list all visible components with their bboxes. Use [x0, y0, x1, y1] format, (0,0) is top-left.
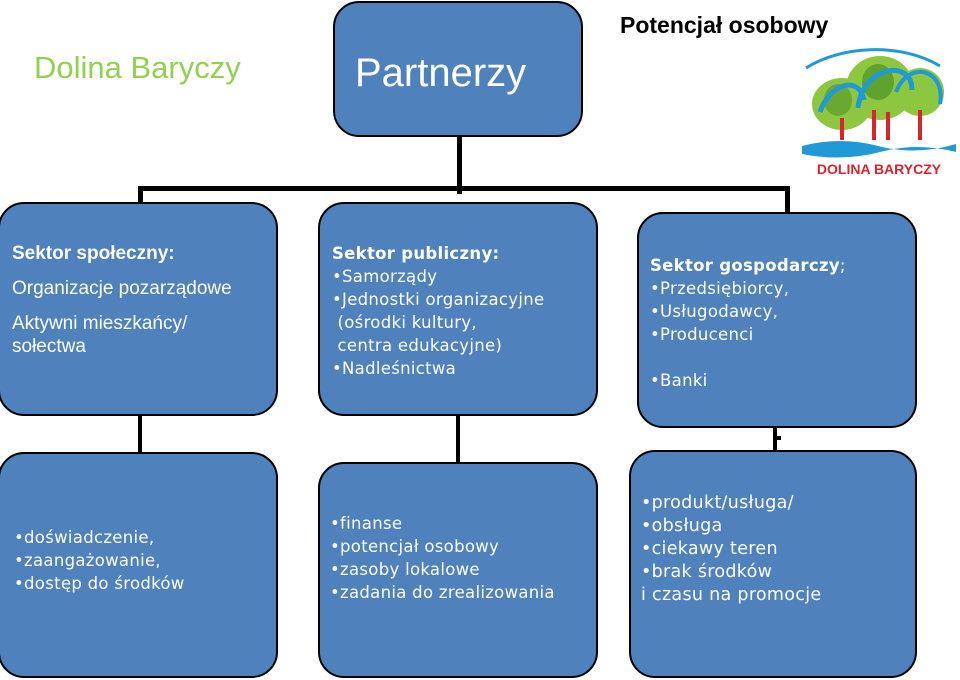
list-item: •Samorządy [332, 267, 438, 286]
list-item: •Banki [650, 371, 708, 390]
logo-text: DOLINA BARYCZY [817, 161, 942, 177]
resource-box-economic: •produkt/usługa/ •obsługa •ciekawy teren… [629, 450, 917, 678]
resource-economic-content: •produkt/usługa/ •obsługa •ciekawy teren… [641, 492, 821, 607]
list-item: •brak środków [641, 562, 773, 582]
sector-economic-title: Sektor gospodarczy [650, 256, 840, 275]
list-item: •zadania do zrealizowania [330, 583, 555, 602]
dolina-baryczy-logo: DOLINA BARYCZY [802, 48, 956, 177]
list-item: •obsługa [641, 516, 723, 536]
resource-box-social: •doświadczenie, •zaangażowanie, •dostęp … [0, 452, 278, 678]
sector-economic-title-suffix: ; [839, 256, 846, 275]
list-item: •produkt/usługa/ [641, 493, 794, 513]
connector-root-down [457, 134, 462, 194]
list-item: •zaangażowanie, [14, 551, 161, 570]
list-item: •dostęp do środków [14, 574, 185, 593]
connector-horizontal [138, 186, 790, 191]
tree-trunks-icon [840, 110, 922, 140]
list-item: •ciekawy teren [641, 539, 778, 559]
list-item: i czasu na promocje [641, 585, 822, 605]
list-item: Aktywni mieszkańcy/ [12, 313, 188, 334]
list-item: •finanse [330, 514, 403, 533]
list-item: •Producenci [650, 325, 754, 344]
tree-crowns-icon [805, 48, 944, 130]
root-box: Partnerzy [333, 1, 583, 137]
sector-economic-title-line: Sektor gospodarczy; [650, 254, 846, 277]
sector-social-title: Sektor społeczny: [12, 243, 175, 264]
sector-public-title: Sektor publiczny: [332, 244, 500, 263]
list-item: (ośrodki kultury, [332, 313, 477, 332]
sector-box-public: Sektor publiczny: •Samorządy •Jednostki … [318, 202, 598, 416]
left-title: Dolina Baryczy [34, 50, 241, 85]
connector-col3-jog [773, 436, 781, 440]
right-title: Potencjał osobowy [620, 12, 829, 38]
list-item: •Przedsiębiorcy, [650, 279, 790, 298]
water-waves-icon [802, 141, 956, 158]
connector-right-down [785, 186, 790, 214]
list-item: Organizacje pozarządowe [12, 278, 232, 299]
list-item: •potencjał osobowy [330, 537, 500, 556]
resource-box-public: •finanse •potencjał osobowy •zasoby loka… [318, 462, 598, 678]
sector-box-economic: Sektor gospodarczy; •Przedsiębiorcy, •Us… [637, 212, 917, 428]
connector-col1-lower [138, 416, 142, 454]
list-item: •doświadczenie, [14, 528, 155, 547]
list-item: •Nadleśnictwa [332, 359, 457, 378]
sector-social-content: Sektor społeczny: Organizacje pozarządow… [12, 242, 232, 358]
list-item: •Usługodawcy, [650, 302, 779, 321]
list-item: sołectwa [12, 336, 86, 357]
list-item: •zasoby lokalowe [330, 560, 480, 579]
root-label: Partnerzy [355, 51, 527, 95]
sector-public-content: Sektor publiczny: •Samorządy •Jednostki … [332, 242, 544, 380]
connector-left-down [138, 186, 143, 208]
list-item: centra edukacyjne) [332, 336, 503, 355]
resource-social-content: •doświadczenie, •zaangażowanie, •dostęp … [14, 526, 185, 595]
sector-box-social: Sektor społeczny: Organizacje pozarządow… [0, 202, 278, 416]
sector-economic-content: Sektor gospodarczy; •Przedsiębiorcy, •Us… [650, 254, 846, 392]
list-item: •Jednostki organizacyjne [332, 290, 545, 309]
resource-public-content: •finanse •potencjał osobowy •zasoby loka… [330, 512, 555, 604]
connector-col2-lower [456, 416, 460, 464]
